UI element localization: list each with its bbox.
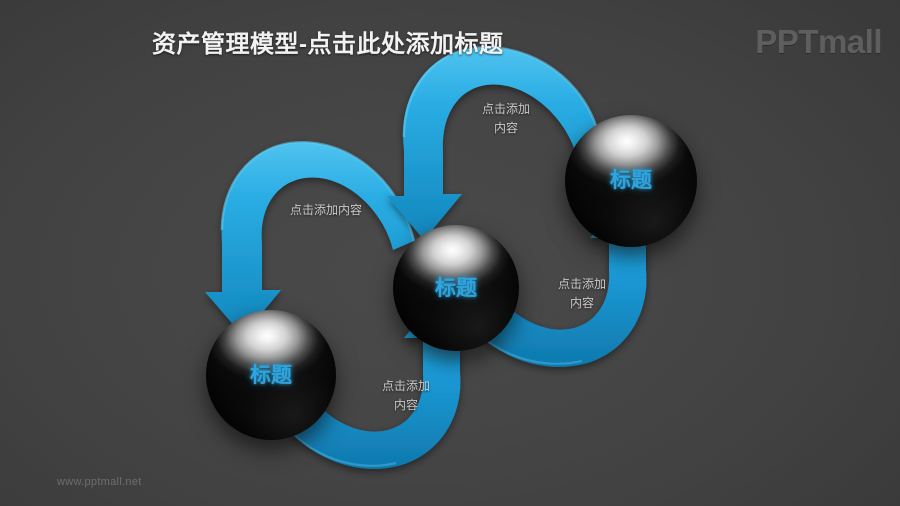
node-label-2: 标题 xyxy=(435,277,477,300)
node-label-1: 标题 xyxy=(250,364,292,387)
node-sphere-1[interactable]: 标题 xyxy=(206,310,336,440)
page-title: 资产管理模型-点击此处添加标题 xyxy=(152,31,504,58)
connector-arrow-node3-to-node2 xyxy=(387,46,598,240)
node-sphere-2[interactable]: 标题 xyxy=(393,225,519,351)
node-sphere-3[interactable]: 标题 xyxy=(565,115,697,247)
pptmall-logo: PPTmall xyxy=(755,23,882,60)
connector-arrow-node2-to-node1 xyxy=(205,140,416,336)
node-label-3: 标题 xyxy=(610,169,652,192)
footer-url: www.pptmall.net xyxy=(57,476,142,488)
